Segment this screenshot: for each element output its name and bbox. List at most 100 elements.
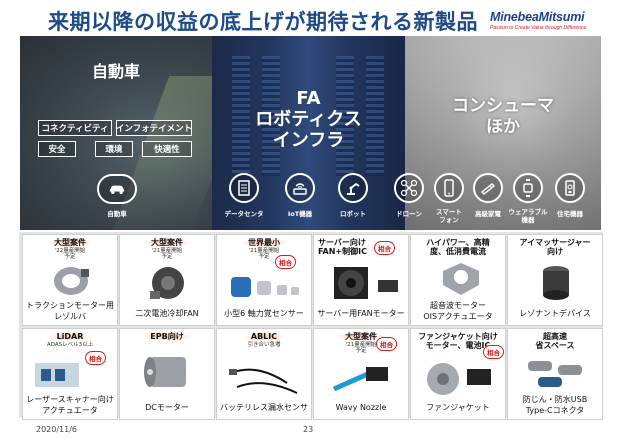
product-headline: アイマッサージャー 向け (519, 238, 591, 256)
fa-title-line: FA (296, 88, 321, 109)
product-caption: ファンジャケット (426, 403, 490, 412)
product-caption: Wavy Nozzle (335, 403, 387, 412)
product-caption: 防じん・防水USB (522, 395, 588, 404)
product-caption: OISアクチュエータ (423, 312, 493, 321)
tag-environment: 環境 (95, 141, 133, 157)
consumer-title-line: ほか (486, 117, 520, 137)
product-caption: レゾナントデバイス (519, 309, 591, 318)
appliance-icon-label: 高級家電 (475, 210, 501, 218)
control-ic-image (378, 280, 398, 292)
car-icon (97, 174, 137, 204)
product-card-wavy-nozzle: 大型案件 '21量産開始 予定 相合 Wavy Nozzle (313, 328, 409, 420)
product-headline: サーバー向け FAN+制御IC (318, 238, 367, 256)
product-headline: ABLIC (217, 332, 311, 341)
resonant-device-image (543, 266, 569, 300)
product-headline: EPB向け (120, 332, 214, 341)
usb-connector-image (528, 361, 582, 387)
product-caption: 二次電池冷却FAN (135, 309, 199, 318)
product-card-resonant-device: アイマッサージャー 向け レゾナントデバイス (507, 234, 603, 326)
product-subnote: 予定 (161, 254, 173, 260)
product-caption: レゾルバ (54, 312, 86, 321)
product-card-force-sensor: 世界最小 '21量産開始 予定 相合 小型6 軸力覚センサー (216, 234, 312, 326)
wearable-icon (513, 173, 543, 203)
tag-comfort: 快適性 (142, 141, 192, 157)
product-caption: 小型6 軸力覚センサー (224, 309, 304, 318)
product-subnote: 引き合い急増 (247, 342, 281, 348)
product-caption: バッテリレス漏水センサ (220, 403, 308, 412)
product-headline: 大型案件 (23, 238, 117, 247)
product-card-leak-sensor: ABLIC 引き合い急増 バッテリレス漏水センサ (216, 328, 312, 420)
product-headline: ファンジャケット向け モーター、電池IC (418, 332, 498, 350)
product-card-server-fan: サーバー向け FAN+制御IC 相合 サーバー用FANモーター (313, 234, 409, 326)
tag-infotainment: インフォテイメント (116, 120, 192, 136)
drone-icon-label: ドローン (396, 210, 422, 218)
wavy-nozzle-image (332, 367, 388, 392)
product-headline: 大型案件 (120, 238, 214, 247)
product-subnote: 予定 (258, 254, 270, 260)
synergy-badge: 相合 (376, 337, 397, 351)
drone-icon (394, 173, 424, 203)
fa-title: FA ロボティクス インフラ (212, 88, 405, 151)
synergy-badge: 相合 (85, 351, 106, 365)
product-card-dc-motor: EPB向け DCモーター (119, 328, 215, 420)
consumer-title-line: コンシューマ (452, 96, 554, 116)
wearable-icon-label: ウェアラブル 機器 (508, 208, 548, 224)
product-caption: Type-Cコネクタ (525, 406, 585, 415)
home-icon-label: 住宅機器 (557, 210, 583, 218)
home-equipment-icon (555, 173, 585, 203)
product-card-resolver: 大型案件 '22量産開始 予定 トラクションモーター用 レゾルバ (22, 234, 118, 326)
product-caption: 超音波モーター (430, 301, 486, 310)
product-card-fan-jacket: ファンジャケット向け モーター、電池IC 相合 ファンジャケット (410, 328, 506, 420)
lidar-actuator-image (35, 363, 79, 387)
synergy-badge: 相合 (374, 241, 395, 255)
smartphone-icon-label: スマート フォン (436, 208, 462, 224)
product-caption: トラクションモーター用 (26, 301, 114, 310)
sensor-image (231, 277, 299, 297)
fa-title-line: インフラ (272, 130, 345, 151)
footer-date: 2020/11/6 (36, 425, 78, 434)
product-subnote: 予定 (64, 254, 76, 260)
server-icon (229, 173, 259, 203)
synergy-badge: 相合 (275, 255, 296, 269)
product-caption: アクチュエータ (42, 406, 98, 415)
product-subnote: '21量産開始 (345, 342, 377, 348)
synergy-badge: 相合 (483, 345, 504, 359)
resolver-image (54, 267, 89, 295)
product-card-cooling-fan: 大型案件 '21量産開始 予定 二次電池冷却FAN (119, 234, 215, 326)
leak-sensor-image (229, 368, 298, 394)
product-subnote: '21量産開始 (248, 248, 280, 254)
fan-jacket-image (427, 363, 491, 395)
iot-icon-label: IoT機器 (287, 210, 313, 218)
product-caption: DCモーター (145, 403, 189, 412)
product-subnote: 予定 (355, 348, 367, 354)
product-card-ultrasonic-motor: ハイパワー、高精 度、低消費電流 超音波モーター OISアクチュエータ (410, 234, 506, 326)
dc-motor-image (144, 357, 186, 387)
smartphone-icon (434, 173, 464, 203)
fa-title-line: ロボティクス (255, 109, 362, 130)
product-caption: レーザースキャナー向け (26, 395, 114, 404)
robot-icon-label: ロボット (340, 210, 366, 218)
consumer-title: コンシューマ ほか (405, 96, 601, 138)
page-number: 23 (303, 425, 314, 434)
logo-tagline: Passion to Create Value through Differen… (490, 25, 587, 31)
automotive-title: 自動車 (91, 62, 140, 81)
iot-device-icon (285, 173, 315, 203)
product-subnote: '22量産開始 (54, 248, 86, 254)
server-fan-image (334, 267, 368, 299)
product-headline: 大型案件 (314, 332, 408, 341)
product-subnote: ADASレベル3以上 (46, 342, 94, 348)
ultrasonic-motor-image (443, 263, 479, 295)
product-headline: 超高速 省スペース (535, 332, 575, 350)
product-headline: LiDAR (23, 332, 117, 341)
tag-safety: 安全 (38, 141, 76, 157)
tag-connectivity: コネクティビティ (38, 120, 112, 136)
product-caption: サーバー用FANモーター (317, 309, 405, 318)
product-card-lidar: LiDAR ADASレベル3以上 相合 レーザースキャナー向け アクチュエータ (22, 328, 118, 420)
automotive-icon-label: 自動車 (107, 210, 127, 218)
company-logo: MinebeaMitsumi Passion to Create Value t… (490, 10, 610, 31)
product-headline: 世界最小 (217, 238, 311, 247)
logo-wordmark: MinebeaMitsumi (490, 10, 585, 24)
product-subnote: '21量産開始 (151, 248, 183, 254)
fan-image (150, 267, 184, 299)
server-icon-label: データセンタ (224, 210, 264, 218)
